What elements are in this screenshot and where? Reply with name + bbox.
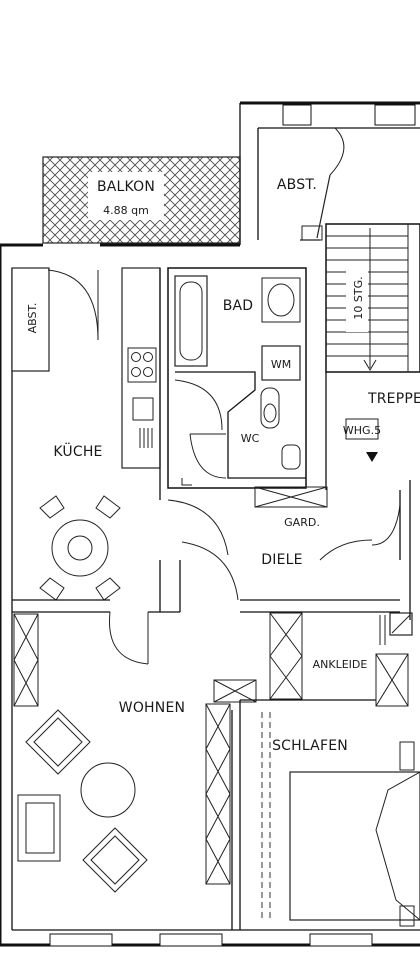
sink-icon bbox=[132, 397, 154, 421]
wc-label: WC bbox=[241, 432, 260, 445]
dressing-room: ANKLEIDE bbox=[240, 612, 413, 707]
bed-icon bbox=[289, 741, 420, 927]
diele-label: DIELE bbox=[261, 552, 302, 568]
entrance-arrow-icon bbox=[366, 452, 378, 462]
treppe-label: TREPPE bbox=[367, 391, 420, 407]
toilet-icon bbox=[260, 387, 280, 429]
stove-icon bbox=[127, 347, 157, 383]
balkon-area-label: 4.88 qm bbox=[103, 204, 149, 217]
bathroom-room: BAD WM WC bbox=[167, 267, 307, 489]
stairwell: 10 STG. TREPPE WHG.5 bbox=[325, 223, 420, 620]
wm-label: WM bbox=[271, 358, 291, 371]
coffee-table-icon bbox=[80, 762, 136, 818]
wohnen-label: WOHNEN bbox=[119, 700, 185, 716]
shelf-right-icon bbox=[205, 703, 231, 885]
kueche-label: KÜCHE bbox=[53, 442, 102, 460]
washing-machine-icon bbox=[261, 345, 301, 381]
bathtub-icon bbox=[174, 275, 208, 367]
whg-label: WHG.5 bbox=[343, 424, 381, 437]
armchair-icon bbox=[25, 709, 91, 775]
kitchen-room: ABST. KÜCHE bbox=[11, 267, 180, 613]
dining-table-icon bbox=[39, 495, 121, 601]
abst-top-room: ABST. bbox=[277, 127, 345, 241]
balkon-label: BALKON bbox=[97, 179, 155, 195]
bedroom-room: SCHLAFEN bbox=[261, 712, 420, 927]
balcony: BALKON 4.88 qm bbox=[42, 156, 241, 244]
stairs-label: 10 STG. bbox=[352, 276, 365, 319]
bad-label: BAD bbox=[223, 298, 254, 314]
ankleide-label: ANKLEIDE bbox=[313, 658, 368, 671]
armchair-2-icon bbox=[82, 827, 148, 893]
washbasin-icon bbox=[261, 277, 301, 323]
sofa-icon bbox=[17, 794, 61, 862]
gard-label: GARD. bbox=[284, 516, 320, 529]
shelf-left-icon bbox=[13, 613, 39, 707]
hallway-room: GARD. DIELE bbox=[167, 486, 400, 613]
schlafen-label: SCHLAFEN bbox=[272, 738, 348, 754]
living-room: WOHNEN bbox=[13, 611, 257, 930]
abst-left-label: ABST. bbox=[26, 303, 39, 334]
outer-walls bbox=[0, 101, 420, 947]
abst-top-label: ABST. bbox=[277, 177, 317, 193]
